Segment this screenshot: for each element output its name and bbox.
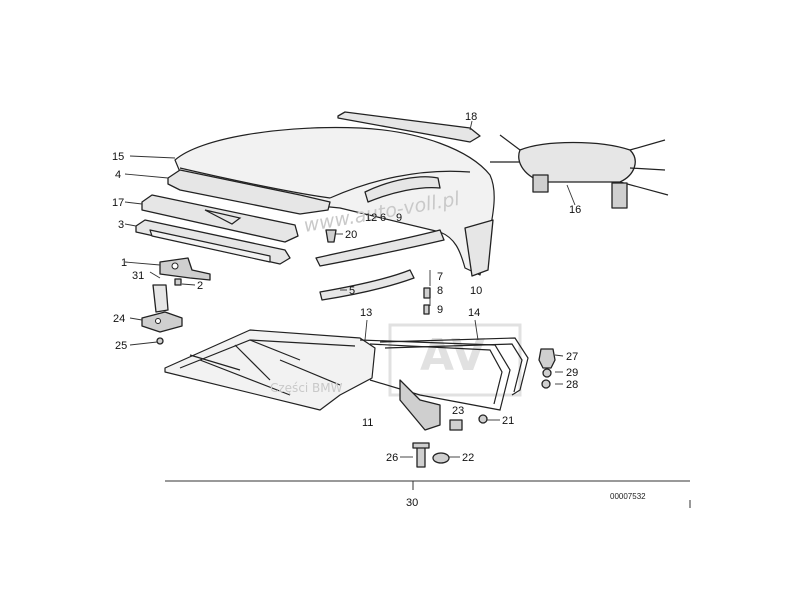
- label-2: 2: [197, 280, 203, 292]
- svg-text:AV: AV: [420, 330, 485, 381]
- baseline: [165, 480, 691, 508]
- label-29: 29: [566, 367, 578, 379]
- label-9: 9: [437, 304, 443, 316]
- label-20: 20: [345, 229, 357, 241]
- label-13: 13: [360, 307, 372, 319]
- part-washer-22: [432, 452, 450, 464]
- label-8: 8: [437, 285, 443, 297]
- label-9-top: 9: [396, 212, 402, 224]
- part-strip-18: [337, 111, 481, 143]
- part-rear-frame-16: [490, 134, 669, 209]
- leader-lines: [124, 120, 576, 458]
- label-1: 1: [121, 257, 127, 269]
- label-24: 24: [113, 313, 125, 325]
- part-side-rail-6: [364, 176, 441, 203]
- part-rear-seal-14: [379, 337, 529, 396]
- label-26: 26: [386, 452, 398, 464]
- label-11: 11: [362, 417, 373, 429]
- part-bolt-9: [423, 304, 430, 315]
- part-screw-25: [156, 337, 164, 345]
- label-6: 6: [380, 212, 386, 224]
- part-bolt-26: [412, 442, 430, 468]
- label-3: 3: [118, 219, 124, 231]
- part-front-frame-17: [141, 194, 299, 243]
- part-trim-7: [315, 229, 445, 267]
- label-4: 4: [115, 169, 121, 181]
- label-30: 30: [406, 497, 418, 509]
- part-trim-5: [319, 269, 415, 301]
- label-7: 7: [437, 271, 443, 283]
- part-screw-2: [174, 278, 182, 286]
- part-hardtop-15: [174, 126, 495, 277]
- part-nut-21: [478, 414, 488, 424]
- part-frame-assembly-11: [164, 329, 376, 411]
- part-bolt-8: [423, 287, 431, 299]
- label-23: 23: [452, 405, 464, 417]
- label-14: 14: [468, 307, 480, 319]
- label-18: 18: [465, 111, 477, 123]
- diagram-reference-number: 00007532: [610, 492, 646, 501]
- watermark-logo: AV: [388, 323, 522, 397]
- label-5: 5: [349, 285, 355, 297]
- part-washer-28: [541, 379, 551, 389]
- part-handle-31: [152, 284, 169, 313]
- part-seal-4: [167, 169, 331, 215]
- label-17: 17: [112, 197, 124, 209]
- label-12: 12: [365, 212, 377, 224]
- label-31: 31: [132, 270, 144, 282]
- label-25: 25: [115, 340, 127, 352]
- part-latch-1: [159, 257, 211, 281]
- label-28: 28: [566, 379, 578, 391]
- part-knob-27: [538, 348, 556, 369]
- label-27: 27: [566, 351, 578, 363]
- part-nut-29: [542, 368, 552, 378]
- part-clip-20: [325, 229, 337, 243]
- label-22: 22: [462, 452, 474, 464]
- part-bracket-24: [141, 311, 183, 333]
- part-bracket-23: [399, 379, 463, 431]
- part-labels: 15 4 17 3 1 31 2 24 25 18 16 12 6 9 20 7…: [112, 111, 646, 509]
- watermark-caption: Części BMW: [270, 381, 343, 395]
- part-header-3: [135, 219, 291, 265]
- label-16: 16: [569, 204, 581, 216]
- label-21: 21: [502, 415, 514, 427]
- label-15: 15: [112, 151, 124, 163]
- label-10: 10: [470, 285, 482, 297]
